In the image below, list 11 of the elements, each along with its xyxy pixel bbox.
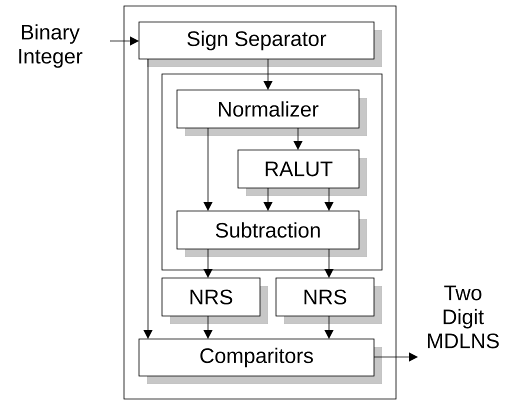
- outer-frame: [124, 6, 396, 400]
- process-box: NRS: [276, 278, 382, 324]
- process-box: Normalizer: [176, 90, 367, 136]
- process-box: NRS: [162, 278, 268, 324]
- process-box: RALUT: [238, 150, 367, 196]
- process-box: Sign Separator: [138, 22, 382, 67]
- process-box: Subtraction: [176, 210, 367, 257]
- process-box: Comparitors: [138, 338, 382, 384]
- io-label: Binary Integer: [19, 24, 82, 68]
- io-label: Two Digit MDLNS: [428, 286, 499, 348]
- inner-frame: [162, 74, 382, 270]
